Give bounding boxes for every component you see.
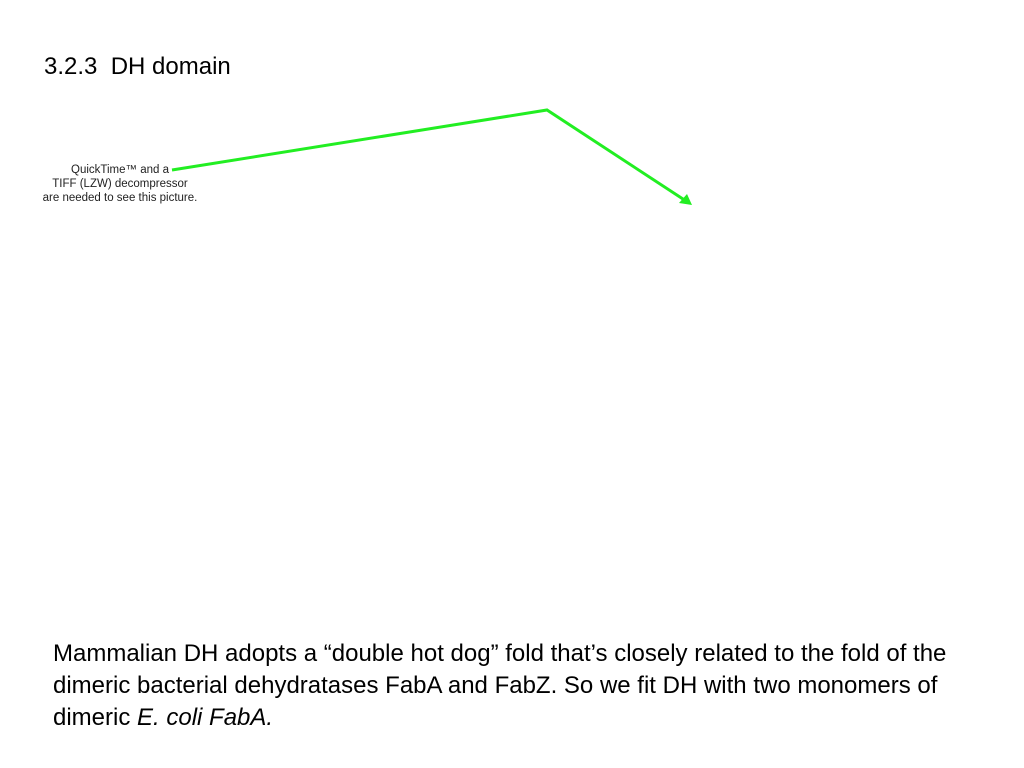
body-paragraph: Mammalian DH adopts a “double hot dog” f… xyxy=(53,638,953,734)
slide-title: 3.2.3 DH domain xyxy=(44,53,231,80)
body-text-italic: E. coli FabA. xyxy=(137,704,274,731)
arrow-head xyxy=(679,194,692,205)
arrow-line xyxy=(171,108,687,203)
placeholder-line-1: QuickTime™ and a xyxy=(71,164,169,176)
body-text-main: Mammalian DH adopts a “double hot dog” f… xyxy=(53,640,947,731)
missing-image-placeholder: QuickTime™ and a TIFF (LZW) decompressor… xyxy=(22,163,218,205)
placeholder-line-3: are needed to see this picture. xyxy=(42,192,198,204)
placeholder-line-2: TIFF (LZW) decompressor xyxy=(52,178,188,190)
